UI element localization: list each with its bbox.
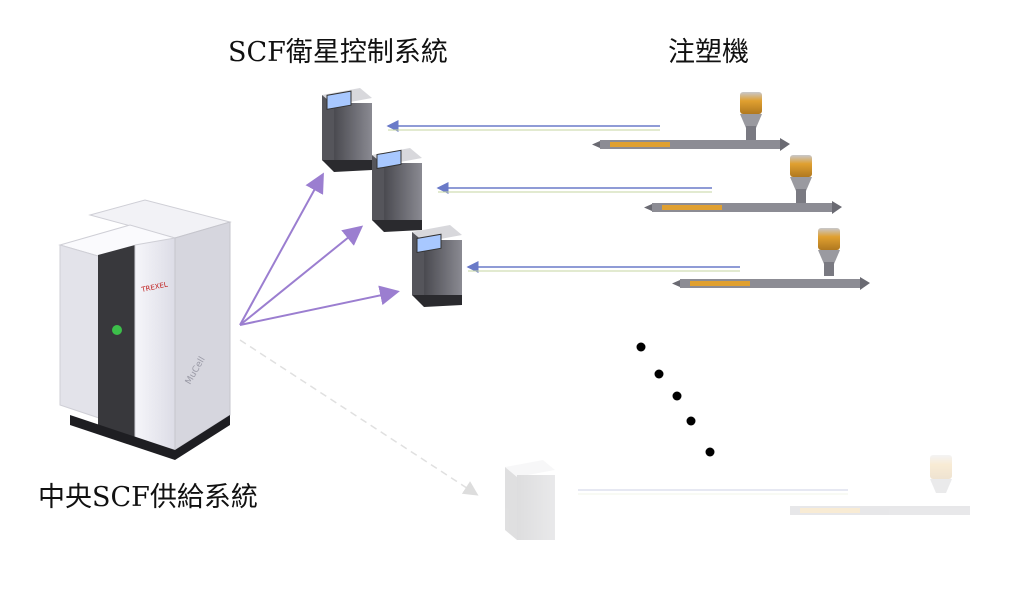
injection-machine-1 (592, 92, 790, 151)
supply-arrow-2 (239, 225, 364, 326)
satellite-controller-1 (322, 88, 372, 172)
injection-machine-label: 注塑機 (668, 37, 749, 68)
satellite-system-label: SCF衛星控制系統 (228, 37, 448, 68)
satellite-controller-3 (412, 225, 462, 307)
return-line-2 (436, 182, 712, 194)
central-scf-cabinet: TREXEL MuCell (58, 199, 232, 460)
satellite-controller-ghost (505, 460, 555, 540)
satellite-controller-2 (372, 148, 422, 232)
central-supply-label: 中央SCF供給系統 (38, 482, 258, 513)
return-line-ghost (578, 489, 848, 495)
injection-machine-2 (644, 155, 842, 214)
injection-machine-ghost (790, 455, 970, 515)
supply-arrow-3 (239, 285, 400, 326)
continuation-dots (636, 342, 715, 457)
return-line-3 (466, 261, 740, 273)
return-line-1 (386, 120, 660, 132)
injection-machine-3 (672, 228, 870, 290)
status-led-icon (112, 325, 122, 335)
supply-arrow-ghost (239, 339, 479, 496)
supply-arrow-1 (239, 172, 324, 326)
